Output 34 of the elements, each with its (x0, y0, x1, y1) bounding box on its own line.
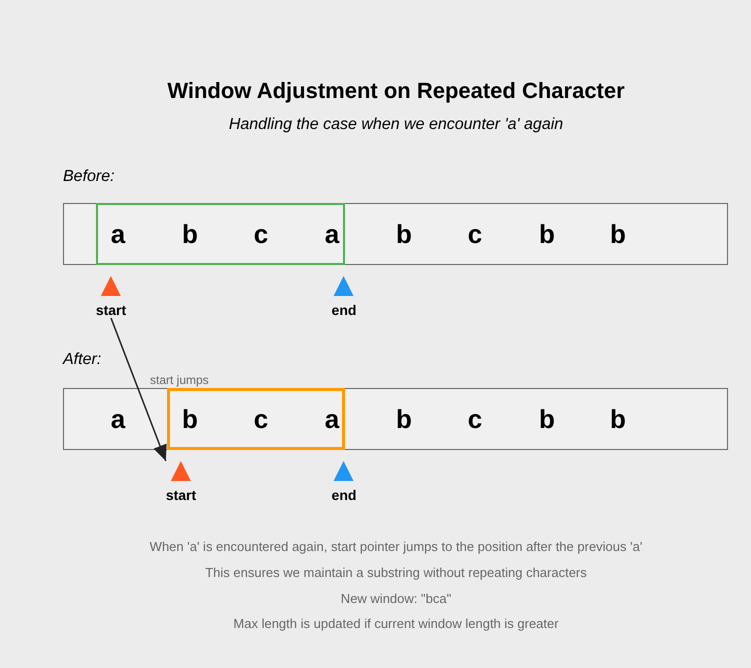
array-character: c (254, 404, 268, 434)
array-character: b (182, 404, 198, 434)
note-text: Max length is updated if current window length is greater (233, 616, 559, 632)
window-frame (167, 388, 345, 450)
array-character: a (324, 404, 340, 434)
array-character: b (610, 219, 626, 249)
pointer-label: start (166, 487, 196, 503)
array-character: a (110, 404, 126, 434)
note-text: New window: "bca" (340, 591, 452, 607)
pointer-label: end (332, 487, 356, 503)
arrow (110, 318, 167, 462)
array-character: b (610, 404, 626, 434)
array-character: c (468, 404, 482, 434)
note-text: This ensures we maintain a substring without repeating characters (205, 565, 587, 581)
array-character: b (396, 219, 412, 249)
section-label: After: (63, 350, 102, 370)
array-character: c (254, 219, 268, 249)
array-character: a (324, 219, 340, 249)
edge-label: start jumps (149, 373, 210, 387)
title: Window Adjustment on Repeated Character (167, 77, 625, 105)
array-strip (63, 203, 728, 265)
array-character: b (539, 404, 555, 434)
array-character: c (468, 219, 482, 249)
array-strip (63, 388, 728, 450)
section-label: Before: (63, 167, 115, 187)
subtitle: Handling the case when we encounter 'a' again (228, 115, 564, 135)
pointer-label: start (96, 302, 126, 318)
note-text: When 'a' is encountered again, start pointer jumps to the position after the previous 'a' (150, 539, 642, 555)
array-character: a (110, 219, 126, 249)
window-frame (96, 203, 345, 265)
array-character: b (182, 219, 198, 249)
pointer-label: end (332, 302, 356, 318)
array-character: b (539, 219, 555, 249)
array-character: b (396, 404, 412, 434)
